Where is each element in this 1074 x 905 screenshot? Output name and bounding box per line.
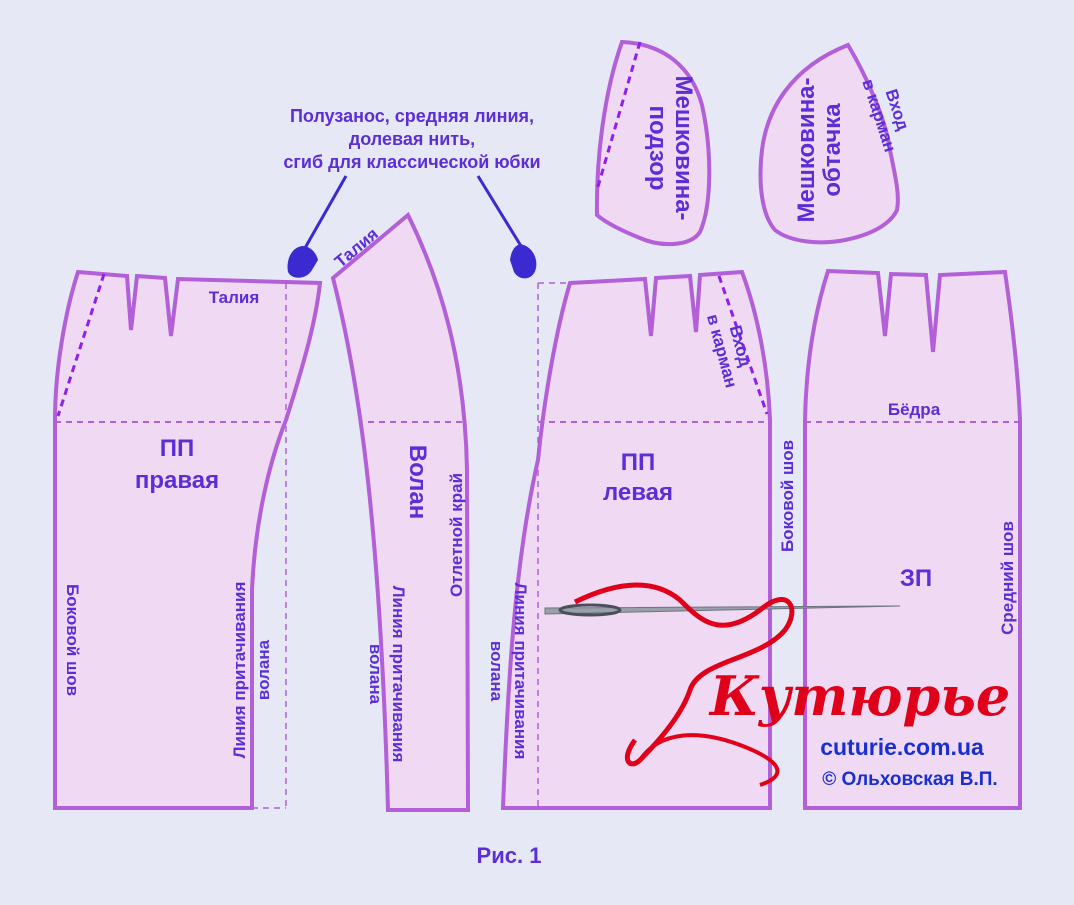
- flounce-name-label: Волан: [404, 445, 431, 519]
- brand-site-text: cuturie.com.ua: [820, 734, 984, 760]
- callout-line-1: Полузанос, средняя линия,: [290, 106, 534, 126]
- flounce-piece: Талия Волан Отлетной край Линия притачив…: [330, 211, 471, 812]
- front-right-attach-label-1: Линия притачивания: [230, 582, 249, 759]
- needle-thread-icon: [544, 582, 901, 787]
- back-piece: Бёдра ЗП Боковой шов Средний шов: [778, 268, 1022, 810]
- front-right-name-2: правая: [135, 467, 219, 494]
- pocket-lining-label-2: обтачка: [819, 103, 846, 197]
- flounce-attach-label-2: волана: [366, 644, 385, 705]
- hand-pointer-icon: [287, 246, 318, 278]
- front-left-name-1: ПП: [621, 449, 656, 476]
- front-right-attach-label-2: волана: [254, 639, 273, 700]
- flounce-attach-label-1: Линия притачивания: [389, 586, 408, 763]
- front-right-piece: Талия ПП правая Боковой шов Линия притач…: [53, 269, 323, 810]
- callout-line-3: сгиб для классической юбки: [283, 152, 540, 172]
- brand-copyright-text: © Ольховская В.П.: [822, 769, 997, 790]
- front-right-waist-label: Талия: [209, 288, 260, 307]
- pocket-facing-label-1: Мешковина-: [670, 75, 697, 220]
- figure-caption: Рис. 1: [477, 843, 542, 868]
- front-left-attach-label-1: Линия притачивания: [511, 583, 530, 760]
- hand-pointer-icon: [510, 244, 537, 279]
- pocket-facing-label-2: подзор: [644, 105, 671, 190]
- pocket-facing-piece: Мешковина- подзор: [594, 39, 712, 247]
- pocket-lining-piece: Мешковина- обтачка Вход в карман: [758, 42, 913, 245]
- flounce-hem-label: Отлетной край: [447, 473, 466, 597]
- front-right-side-seam-label: Боковой шов: [63, 584, 82, 696]
- callout: Полузанос, средняя линия, долевая нить, …: [283, 106, 541, 279]
- back-side-seam-label: Боковой шов: [778, 440, 797, 552]
- front-left-name-2: левая: [603, 479, 673, 506]
- pocket-lining-label-1: Мешковина-: [793, 77, 820, 222]
- callout-line-2: долевая нить,: [349, 129, 475, 149]
- back-name-label: ЗП: [900, 565, 932, 592]
- front-left-attach-label-2: волана: [487, 641, 506, 702]
- back-center-seam-label: Средний шов: [998, 521, 1017, 635]
- brand-logo: Кутюрье cuturie.com.ua © Ольховская В.П.: [544, 582, 1010, 790]
- back-hips-label: Бёдра: [888, 400, 941, 419]
- brand-script-text: Кутюрье: [708, 664, 1010, 728]
- front-right-name-1: ПП: [160, 435, 195, 462]
